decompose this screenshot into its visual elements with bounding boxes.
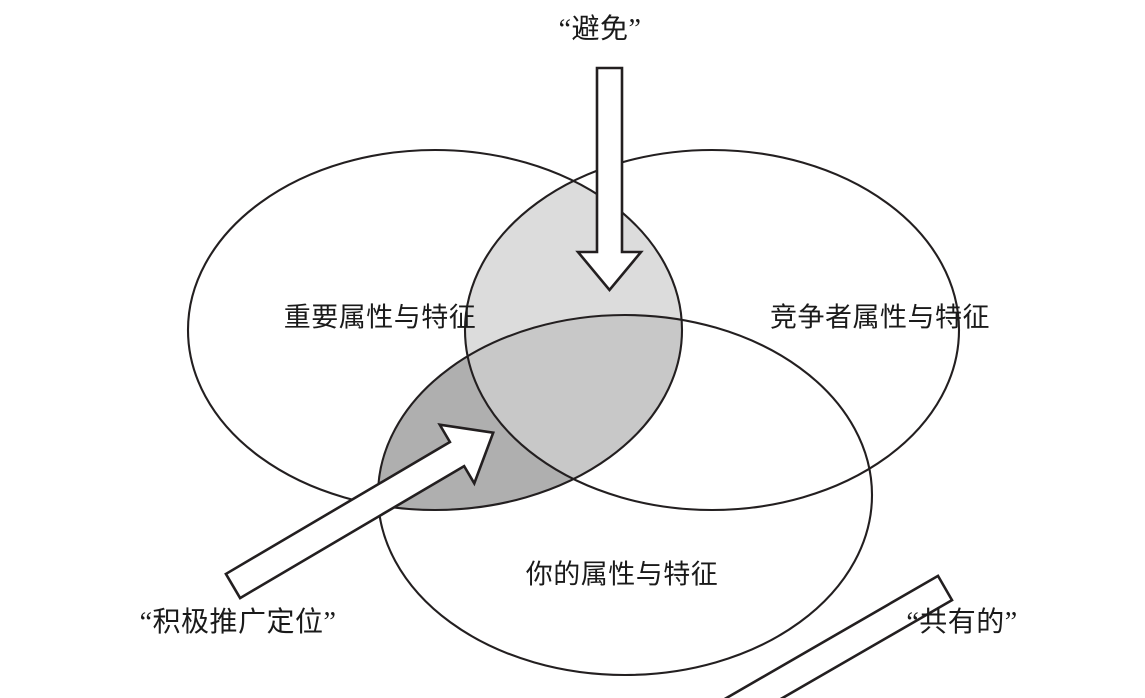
set-outline-important-attributes <box>186 148 684 512</box>
set-label-important-attributes: 重要属性与特征 <box>283 302 477 333</box>
actively-promote-position-arrow-icon <box>224 423 495 600</box>
shared-arrow-icon <box>652 574 954 698</box>
callout-label-avoid: “避免” <box>558 14 642 45</box>
set-outline-competitor-attributes <box>463 148 961 512</box>
set-label-competitor-attributes: 竞争者属性与特征 <box>770 302 990 333</box>
callout-label-actively-promote-position: “积极推广定位” <box>139 607 337 638</box>
callout-label-shared: “共有的” <box>906 607 1018 638</box>
avoid-arrow-icon <box>575 66 644 293</box>
set-label-your-attributes: 你的属性与特征 <box>525 559 719 590</box>
